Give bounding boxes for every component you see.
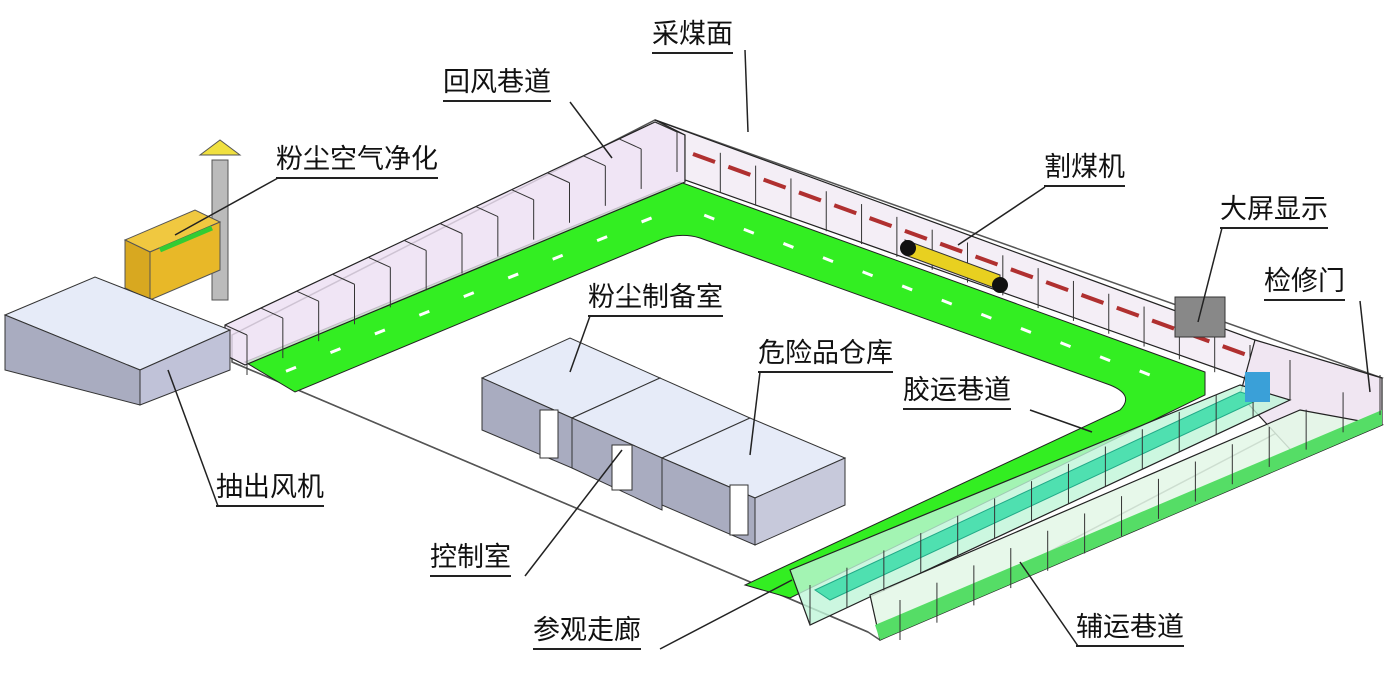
road-dash	[782, 242, 794, 249]
leader-lines	[167, 49, 1371, 650]
road-dash	[463, 291, 475, 299]
label-hazmat-warehouse: 危险品仓库	[758, 339, 893, 373]
road-dash	[703, 213, 715, 221]
hydraulic-support	[1116, 305, 1140, 318]
road-dash	[1020, 327, 1032, 334]
label-big-screen: 大屏显示	[1220, 195, 1328, 229]
hydraulic-support	[1080, 293, 1105, 305]
road-dash	[980, 312, 992, 320]
label-exhaust-fan: 抽出风机	[216, 473, 324, 507]
hydraulic-support	[833, 203, 857, 216]
exhaust-fan-building	[3, 276, 232, 406]
label-dust-prep-room: 粉尘制备室	[588, 283, 723, 317]
tunnel-frame	[439, 223, 463, 234]
label-visitor-corridor: 参观走廊	[533, 616, 641, 650]
tunnel-frame	[511, 189, 534, 201]
tunnel-frame	[403, 239, 427, 251]
label-control-room: 控制室	[430, 543, 511, 577]
road-dash	[901, 284, 913, 292]
label-coal-face: 采煤面	[652, 20, 733, 54]
hydraulic-support	[1010, 267, 1034, 280]
road-dash	[1139, 369, 1151, 377]
shearer-drum	[900, 240, 916, 256]
hydraulic-support	[798, 190, 822, 203]
hydraulic-support	[727, 164, 751, 177]
label-maintenance-door: 检修门	[1264, 267, 1345, 301]
road-dash	[640, 216, 653, 224]
tunnel-frame	[260, 307, 284, 319]
tunnel-frame	[224, 324, 248, 336]
road-dash	[329, 347, 342, 355]
label-belt-roadway: 胶运巷道	[903, 376, 1011, 410]
road-dash	[596, 235, 608, 243]
road-dash	[822, 256, 834, 263]
tunnel-frame	[583, 155, 606, 167]
hydraulic-support	[1045, 280, 1069, 293]
tunnel-frame	[618, 138, 642, 150]
hydraulic-support	[974, 254, 999, 267]
hydraulic-support	[762, 177, 787, 190]
label-auxiliary-roadway: 辅运巷道	[1076, 613, 1184, 647]
tunnel-frame	[332, 273, 355, 285]
shearer-drum	[992, 277, 1008, 293]
road-dash	[743, 227, 755, 235]
road-dash	[1099, 355, 1111, 363]
road-dash	[552, 253, 564, 261]
label-dust-purification: 粉尘空气净化	[276, 145, 438, 179]
hydraulic-support	[1222, 344, 1246, 357]
auxiliary-floor	[875, 410, 1382, 640]
dust-purifier	[123, 139, 242, 301]
road-dash	[941, 298, 953, 306]
road-dash	[418, 309, 430, 317]
road	[243, 181, 1206, 599]
return-airway-frames	[224, 121, 678, 375]
road-dash	[1059, 341, 1072, 348]
road-dash	[507, 272, 519, 280]
hydraulic-support	[904, 228, 928, 241]
road-markings	[285, 213, 1151, 377]
tunnel-frame	[475, 206, 499, 218]
label-shearer: 割煤机	[1044, 153, 1125, 187]
tunnel-frame	[654, 121, 678, 133]
right-tunnel-frames	[809, 360, 1381, 640]
hydraulic-support	[868, 216, 893, 228]
tunnel-frame	[368, 256, 391, 268]
hydraulic-support	[939, 241, 963, 254]
label-return-airway: 回风巷道	[443, 68, 551, 102]
door-unit	[1245, 372, 1270, 402]
tunnel-frame	[547, 172, 570, 184]
hazmat-warehouse-building	[539, 409, 847, 546]
hydraulic-support	[692, 152, 716, 164]
road-dash	[285, 365, 297, 373]
road-dash	[374, 328, 386, 336]
road-dash	[862, 270, 874, 278]
hydraulic-support	[1151, 318, 1175, 331]
tunnel-frame	[296, 290, 319, 302]
